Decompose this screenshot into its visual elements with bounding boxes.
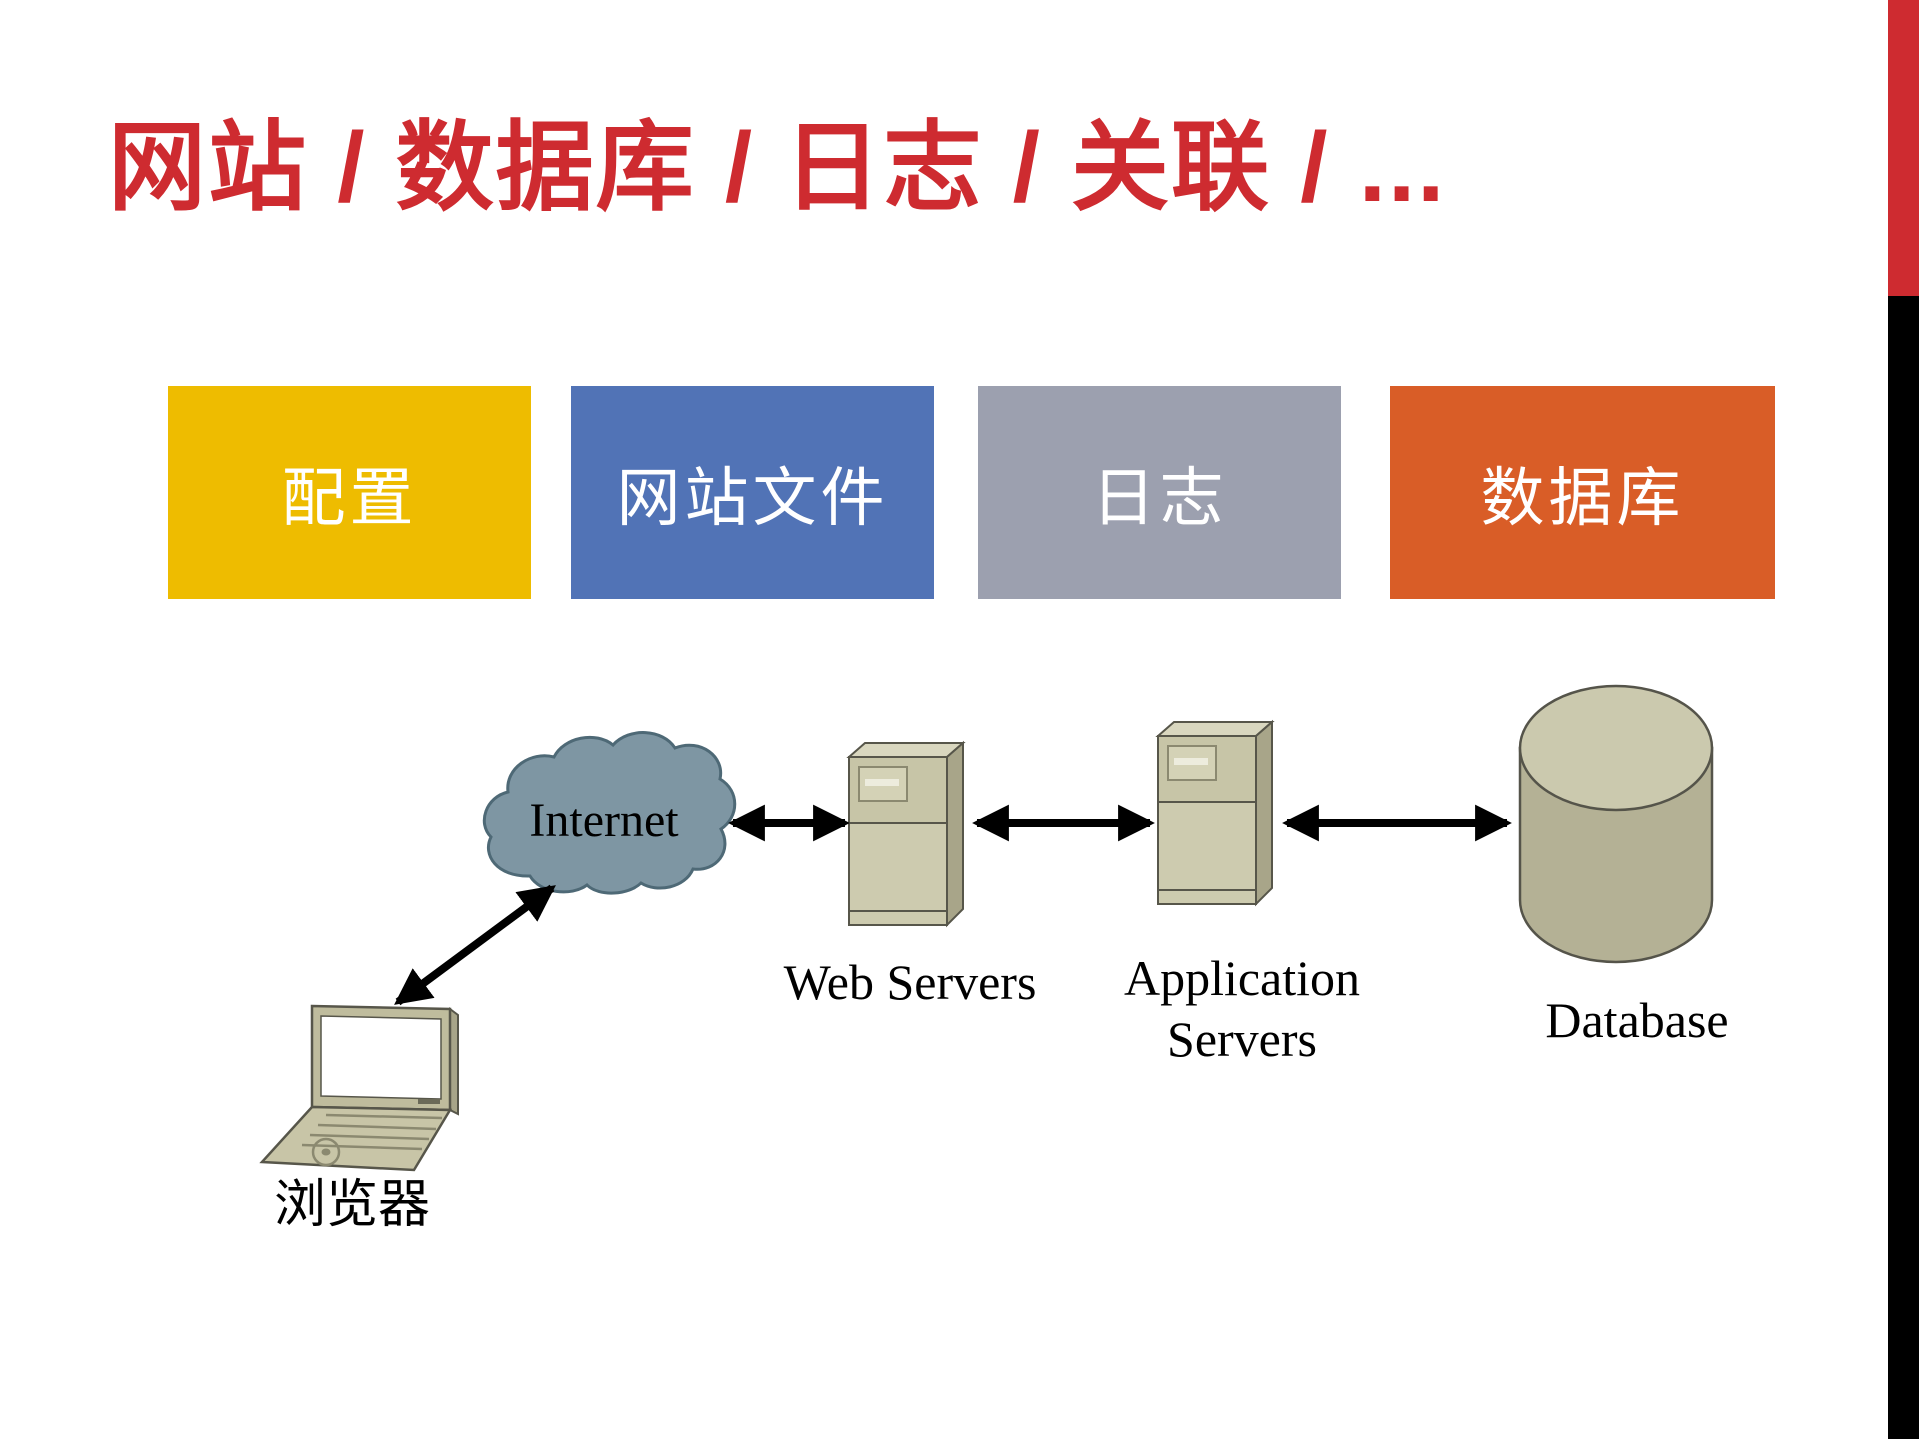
- category-box-label: 网站文件: [616, 461, 889, 534]
- category-box-config: 配置: [168, 386, 531, 599]
- web-server-icon: [848, 742, 964, 926]
- slide-title: 网站 / 数据库 / 日志 / 关联 / ...: [108, 112, 1447, 222]
- browser-label: 浏览器: [273, 1177, 430, 1234]
- edge-bar-red: [1888, 0, 1919, 296]
- category-box-site-files: 网站文件: [571, 386, 934, 599]
- edge-bar-black: [1888, 296, 1919, 1439]
- database-label: Database: [1545, 992, 1729, 1048]
- database-cylinder-icon: [1518, 684, 1714, 964]
- internet-cloud-icon: [482, 731, 737, 895]
- application-servers-label: Application Servers: [1123, 950, 1361, 1067]
- category-box-database: 数据库: [1390, 386, 1775, 599]
- category-box-label: 配置: [281, 461, 418, 534]
- web-servers-label: Web Servers: [783, 954, 1037, 1010]
- laptop-icon: [259, 1004, 459, 1172]
- arrow-browser-internet: [394, 884, 556, 1006]
- application-server-icon: [1157, 721, 1273, 905]
- category-box-label: 数据库: [1480, 461, 1685, 534]
- internet-label: Internet: [529, 794, 679, 847]
- category-box-label: 日志: [1091, 461, 1228, 534]
- category-box-logs: 日志: [978, 386, 1341, 599]
